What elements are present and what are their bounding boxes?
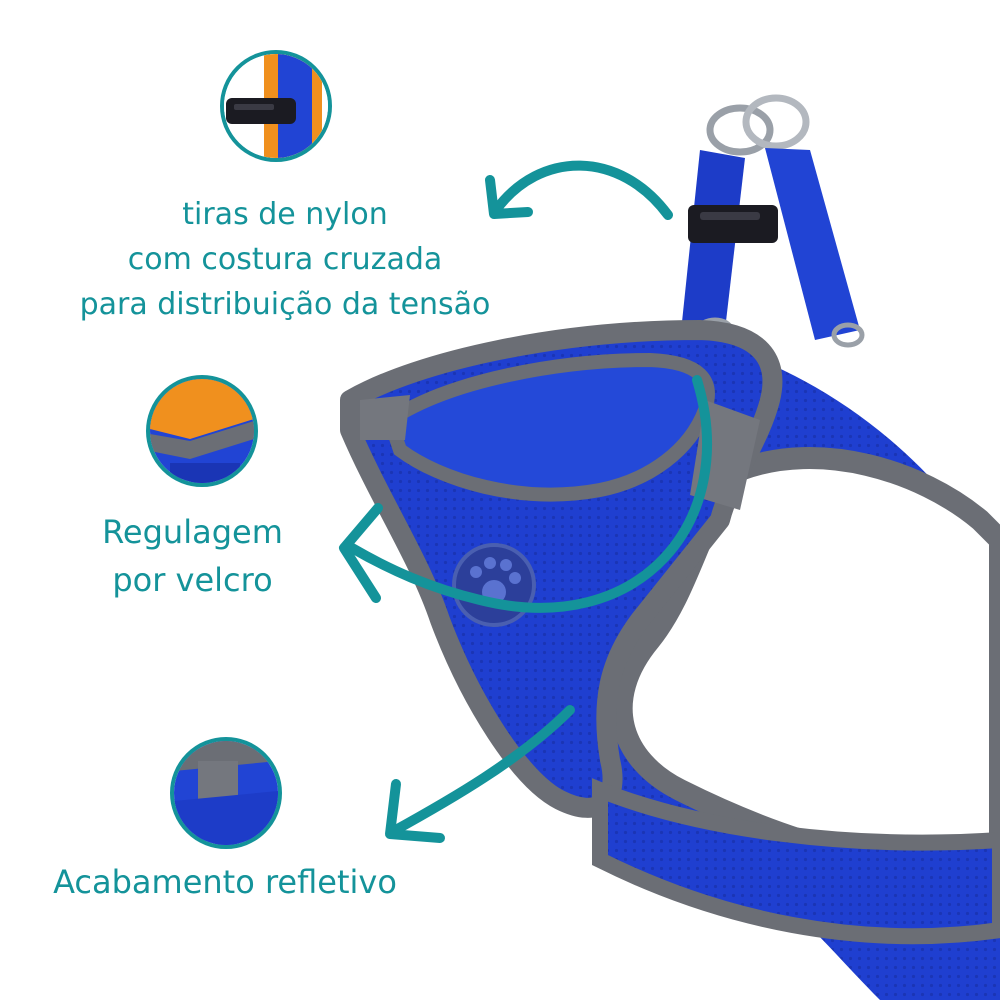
caption-line: com costura cruzada bbox=[127, 242, 443, 277]
arrow-reflective bbox=[385, 705, 575, 843]
caption-nylon-straps: tiras de nylon com costura cruzada para … bbox=[30, 192, 540, 327]
nylon-straps bbox=[682, 148, 865, 348]
arrow-velcro bbox=[339, 375, 712, 613]
caption-reflective: Acabamento refletivo bbox=[20, 858, 430, 906]
reflective-trim-closeup-icon bbox=[170, 737, 282, 849]
caption-line: Acabamento refletivo bbox=[53, 863, 397, 901]
harness-belly-strap bbox=[592, 778, 1000, 945]
caption-line: por velcro bbox=[112, 561, 273, 599]
harness-leg-opening bbox=[610, 447, 1000, 877]
velcro-closeup-icon bbox=[146, 375, 258, 487]
caption-line: para distribuição da tensão bbox=[79, 287, 491, 322]
paw-logo-icon bbox=[452, 543, 536, 627]
caption-line: tiras de nylon bbox=[182, 197, 388, 232]
caption-velcro: Regulagem por velcro bbox=[55, 508, 330, 604]
arrow-nylon bbox=[485, 160, 673, 220]
caption-line: Regulagem bbox=[102, 513, 283, 551]
metal-rings bbox=[706, 94, 810, 156]
nylon-strap-closeup-icon bbox=[220, 50, 332, 162]
